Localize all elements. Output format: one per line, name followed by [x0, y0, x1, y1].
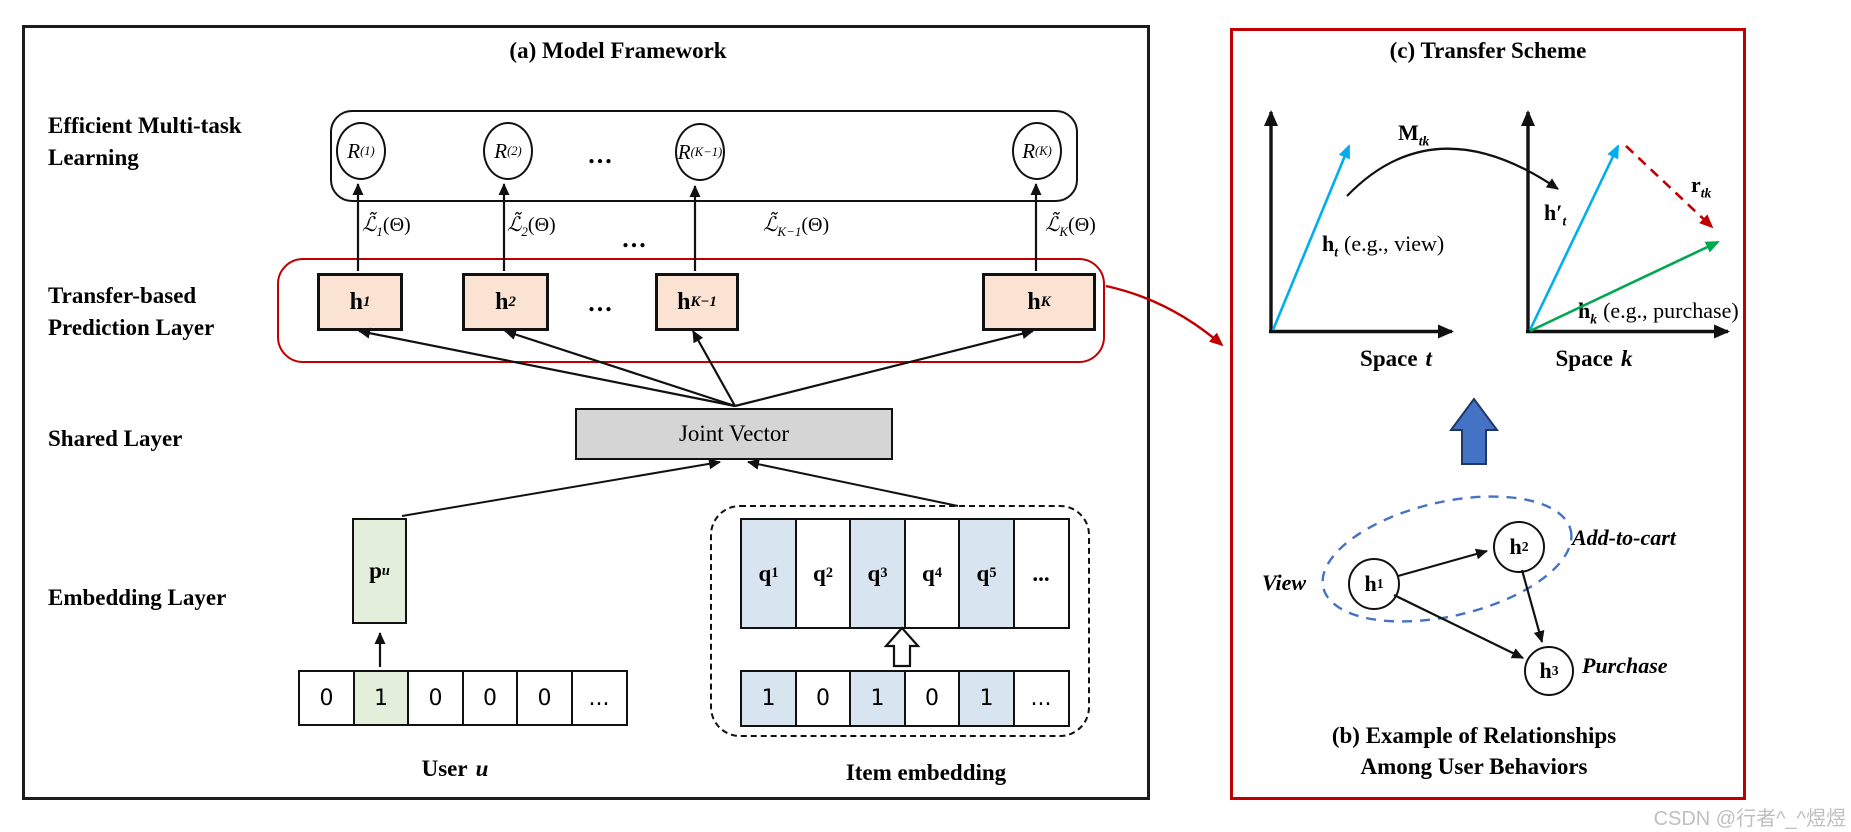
item-cell-ellipsis: ... [1012, 670, 1070, 727]
label-transfer-line1: Transfer-based [48, 283, 197, 308]
loss-2-label: ℒ̃2(Θ) [507, 214, 556, 239]
loss-k-1-label: ℒ̃K−1(Θ) [763, 214, 830, 239]
rk-node: R(K) [1012, 122, 1062, 180]
user-onehot-cell: 0 [407, 670, 464, 726]
rtk-label: rtk [1691, 172, 1712, 201]
mtk-label: Mtk [1398, 120, 1430, 149]
panel-b-heading: (b) Example of Relationships Among User … [1294, 720, 1654, 782]
panel-b-heading-line2: Among User Behaviors [1360, 754, 1588, 779]
joint-vector-box: Joint Vector [575, 408, 893, 460]
item-cell: 0 [903, 670, 961, 727]
label-transfer-line2: Prediction Layer [48, 315, 215, 340]
r1-node: R(1) [336, 122, 386, 180]
label-embedding-layer: Embedding Layer [48, 585, 227, 610]
item-cell: 0 [794, 670, 852, 727]
item-multihot-vector: 1 0 1 0 1 ... [740, 670, 1070, 727]
purchase-label: Purchase [1582, 653, 1668, 678]
view-label: View [1262, 570, 1307, 595]
label-efficient-multitask-line2: Learning [48, 145, 139, 170]
rk-1-node: R(K−1) [675, 123, 725, 181]
panel-c-title: (c) Transfer Scheme [1389, 38, 1587, 63]
add-to-cart-label: Add-to-cart [1572, 525, 1676, 550]
item-caption: Item embedding [845, 760, 1007, 785]
ht-label: ht(e.g., view) [1322, 231, 1445, 260]
loss-1-label: ℒ̃1(Θ) [362, 214, 411, 239]
user-onehot-cell: 0 [461, 670, 519, 726]
ht-prime-label: h′t [1544, 200, 1567, 229]
r-row-ellipsis: ... [588, 140, 614, 169]
transfer-scheme-panel [1230, 28, 1746, 800]
label-efficient-multitask: Efficient Multi-task Learning [48, 110, 242, 174]
loss-k-label: ℒ̃K(Θ) [1045, 214, 1096, 239]
user-onehot-vector: 0 1 0 0 0 ... [298, 670, 628, 726]
q-ellipsis-cell: ... [1012, 518, 1070, 629]
loss-row-ellipsis: ... [622, 224, 648, 253]
item-cell-active: 1 [958, 670, 1015, 727]
user-onehot-cell-active: 1 [352, 670, 410, 726]
label-transfer-prediction: Transfer-based Prediction Layer [48, 280, 214, 344]
user-onehot-cell-ellipsis: ... [570, 670, 628, 726]
h-row-ellipsis: ... [588, 288, 614, 317]
label-shared-layer: Shared Layer [48, 426, 183, 451]
r2-node: R(2) [483, 122, 533, 180]
item-cell-active: 1 [849, 670, 906, 727]
panel-a-title: (a) Model Framework [509, 38, 727, 63]
label-efficient-multitask-line1: Efficient Multi-task [48, 113, 242, 138]
panel-b-heading-line1: (b) Example of Relationships [1331, 723, 1617, 748]
hk-label: hk(e.g., purchase) [1578, 298, 1739, 327]
user-onehot-cell: 0 [298, 670, 355, 726]
user-onehot-cell: 0 [516, 670, 573, 726]
watermark: CSDN @行者^_^煜煜 [1653, 808, 1846, 830]
model-framework-panel [22, 25, 1150, 800]
item-cell-active: 1 [740, 670, 797, 727]
